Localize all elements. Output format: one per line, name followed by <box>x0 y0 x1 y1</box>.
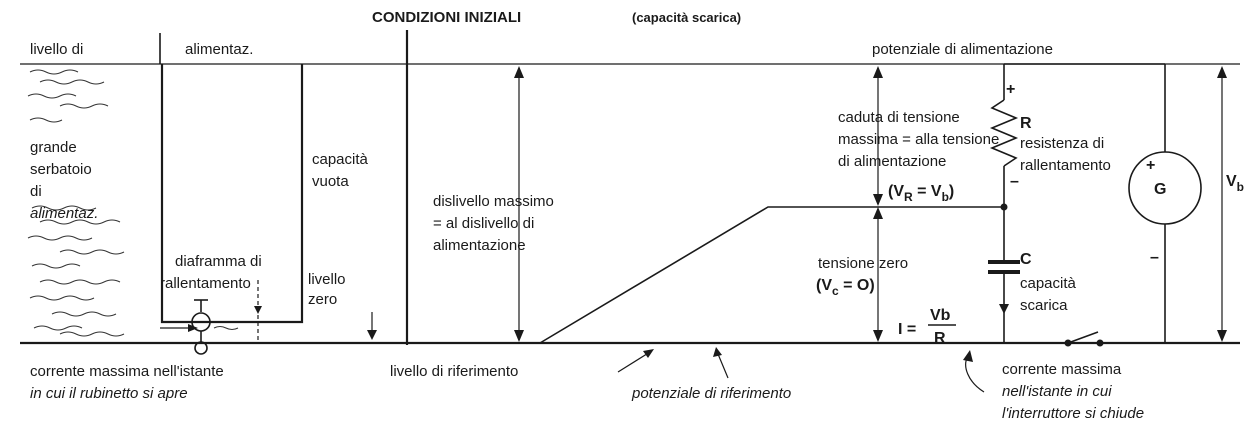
flow-waves <box>213 326 239 330</box>
corrente-interruttore-line-1: corrente massima <box>1002 361 1122 378</box>
livello-zero-arrowhead <box>367 330 377 340</box>
reservoir-waves <box>27 69 125 337</box>
pointer-reference-1-head <box>643 349 654 358</box>
tensione-zero-arrowhead-top <box>873 207 883 219</box>
serbatoio-line-2: serbatoio <box>30 161 92 178</box>
svg-text:Vb: Vb <box>930 307 951 324</box>
faucet-icon <box>191 299 211 355</box>
caduta-arrowhead-top <box>873 66 883 78</box>
svg-text:(VR = Vb): (VR = Vb) <box>888 183 954 204</box>
diaframma-line-1: diaframma di <box>175 253 262 270</box>
alimentaz-label: alimentaz. <box>185 41 253 58</box>
diagram-title-note: (capacità scarica) <box>632 10 741 25</box>
dislivello-line-1: dislivello massimo <box>433 193 554 210</box>
capacita-scarica-line-2: scarica <box>1020 297 1068 314</box>
serbatoio-line-4: alimentaz. <box>30 205 98 222</box>
diaframma-line-2: rallentamento <box>160 275 251 292</box>
generator-minus: – <box>1150 249 1159 266</box>
capacita-scarica-line-1: capacità <box>1020 275 1077 292</box>
pointer-switch <box>965 355 985 393</box>
water-analogy: livello di alimentaz. grande serbatoio d… <box>20 30 409 402</box>
potenziale-alimentazione-label: potenziale di alimentazione <box>872 41 1053 58</box>
tensione-zero-label: tensione zero <box>818 255 908 272</box>
serbatoio-line-3: di <box>30 183 42 200</box>
capacita-vuota-line-1: capacità <box>312 151 369 168</box>
corrente-rubinetto-line-1: corrente massima nell'istante <box>30 363 224 380</box>
dislivello-line-3: alimentazione <box>433 237 526 254</box>
diaframma-arrowhead <box>254 306 262 314</box>
vc-equation: (Vc = O) <box>816 277 875 298</box>
vb-arrowhead-bottom <box>1217 330 1227 342</box>
capacitor-label: C <box>1020 251 1032 268</box>
generator-plus: + <box>1146 157 1155 174</box>
current-direction-arrow <box>999 304 1009 314</box>
vb-label: Vb <box>1226 173 1244 194</box>
livello-di-label: livello di <box>30 41 83 58</box>
resistor-plus: + <box>1006 81 1015 98</box>
corrente-rubinetto-line-2: in cui il rubinetto si apre <box>30 385 188 402</box>
flow-arrowhead <box>188 324 198 332</box>
pointer-reference-2-head <box>713 347 722 357</box>
corrente-interruttore-line-3: l'interruttore si chiude <box>1002 405 1144 422</box>
resistenza-line-1: resistenza di <box>1020 135 1104 152</box>
pointer-switch-head <box>963 350 973 362</box>
resistor-r <box>989 99 1019 167</box>
svg-text:I =: I = <box>898 321 916 338</box>
resistenza-line-2: rallentamento <box>1020 157 1111 174</box>
pointer-reference-1 <box>617 351 651 373</box>
vb-arrowhead-top <box>1217 66 1227 78</box>
caduta-line-1: caduta di tensione <box>838 109 960 126</box>
caduta-arrowhead-bottom <box>873 194 883 206</box>
serbatoio-line-1: grande <box>30 139 77 156</box>
livello-zero-line-1: livello <box>308 271 346 288</box>
vr-equation: (VR = Vb) <box>888 183 954 204</box>
dislivello-line-2: = al dislivello di <box>433 215 534 232</box>
capacita-vuota-line-2: vuota <box>312 173 349 190</box>
caduta-line-3: di alimentazione <box>838 153 946 170</box>
tensione-zero-arrowhead-bottom <box>873 330 883 342</box>
potenziale-riferimento-label: potenziale di riferimento <box>631 385 791 402</box>
resistor-label: R <box>1020 115 1032 132</box>
potential-ramp <box>539 206 1004 344</box>
node-dot <box>1000 203 1008 211</box>
diagram-title: CONDIZIONI INIZIALI <box>372 9 521 26</box>
dislivello-arrowhead-top <box>514 66 524 78</box>
svg-text:(Vc = O): (Vc = O) <box>816 277 875 298</box>
corrente-interruttore-line-2: nell'istante in cui <box>1002 383 1112 400</box>
generator-label: G <box>1154 181 1166 198</box>
potential-analogy: potenziale di alimentazione dislivello m… <box>390 41 1244 422</box>
caduta-line-2: massima = alla tensione <box>838 131 999 148</box>
pointer-reference-2 <box>717 353 729 379</box>
livello-riferimento-label: livello di riferimento <box>390 363 518 380</box>
svg-text:R: R <box>934 330 946 347</box>
empty-tank <box>160 64 304 324</box>
current-equation: I = Vb R <box>898 307 956 347</box>
resistor-minus: – <box>1010 173 1019 190</box>
switch <box>1064 331 1104 347</box>
livello-zero-line-2: zero <box>308 291 337 308</box>
dislivello-arrowhead-bottom <box>514 330 524 342</box>
